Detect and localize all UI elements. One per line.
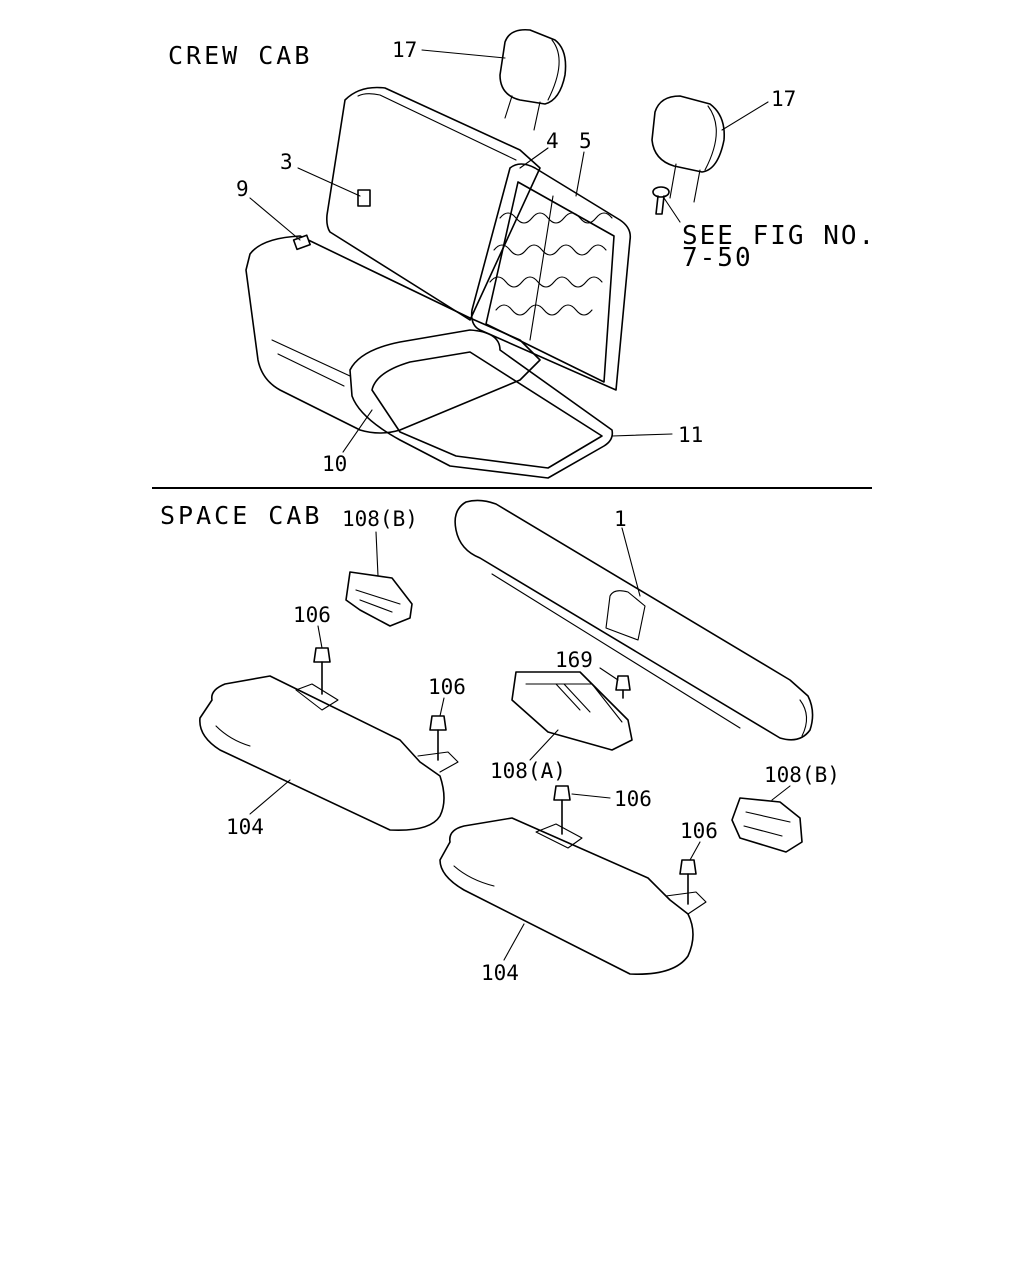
callout-17-right: 17 bbox=[771, 87, 796, 111]
callout-3: 3 bbox=[280, 150, 293, 174]
callout-106-c: 106 bbox=[614, 787, 652, 811]
seat-cushion-left bbox=[199, 675, 459, 832]
callout-10: 10 bbox=[322, 452, 347, 476]
headrest-right bbox=[651, 95, 726, 203]
crew-cab-seat-assembly bbox=[245, 86, 632, 479]
callout-106-a: 106 bbox=[293, 603, 331, 627]
callout-108a: 108(A) bbox=[490, 759, 566, 783]
bracket-108b-right bbox=[731, 797, 803, 853]
reference-line-2: 7-50 bbox=[682, 243, 753, 273]
crew-cab-title: CREW CAB bbox=[168, 41, 312, 70]
callout-104-left: 104 bbox=[226, 815, 264, 839]
bracket-108b-top bbox=[345, 571, 413, 627]
bracket-108a bbox=[511, 671, 633, 751]
bolt-169 bbox=[615, 675, 631, 699]
reference-line-1: SEE FIG NO. bbox=[682, 221, 876, 251]
crew-cab-leaders bbox=[249, 49, 769, 453]
seat-back-pad bbox=[454, 499, 814, 741]
bolt-106-d bbox=[679, 859, 697, 905]
space-cab-leaders bbox=[249, 527, 791, 961]
callout-17-left: 17 bbox=[392, 38, 417, 62]
callout-1: 1 bbox=[614, 507, 627, 531]
bolt-106-b bbox=[429, 715, 447, 761]
callout-4: 4 bbox=[546, 129, 559, 153]
callout-106-d: 106 bbox=[680, 819, 718, 843]
space-cab-title: SPACE CAB bbox=[160, 501, 322, 530]
callout-106-b: 106 bbox=[428, 675, 466, 699]
callout-108b-top: 108(B) bbox=[342, 507, 418, 531]
seat-cushion-right bbox=[439, 817, 707, 975]
callout-169: 169 bbox=[555, 648, 593, 672]
callout-11: 11 bbox=[678, 423, 703, 447]
headrest-left bbox=[499, 28, 567, 131]
callout-104-right: 104 bbox=[481, 961, 519, 985]
headrest-guide-clip bbox=[652, 186, 670, 215]
bolt-106-a bbox=[313, 647, 331, 695]
callout-108b-right: 108(B) bbox=[764, 763, 840, 787]
bolt-106-c bbox=[553, 785, 571, 835]
callout-5: 5 bbox=[579, 129, 592, 153]
callout-9: 9 bbox=[236, 177, 249, 201]
